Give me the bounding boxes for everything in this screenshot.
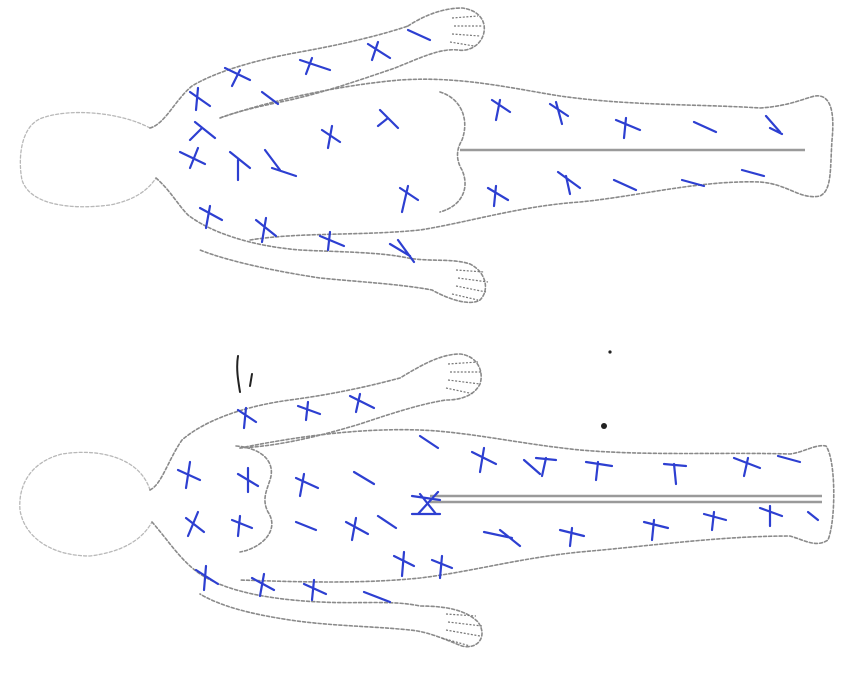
upper-body-figure <box>20 8 832 302</box>
upper-buttocks-outline <box>440 92 465 212</box>
lower-chest-outline <box>236 446 272 552</box>
pen-dot-1 <box>601 423 607 429</box>
lower-figure-markings <box>178 394 818 602</box>
upper-head-outline <box>20 113 156 207</box>
upper-arm-top-outline <box>220 8 484 118</box>
pen-mark-near-hand <box>237 356 252 392</box>
upper-arm-bottom-outline <box>156 178 485 302</box>
upper-legs-top-outline <box>220 79 833 240</box>
upper-torso-top-outline <box>150 26 408 128</box>
lower-legs-top-outline <box>240 430 834 582</box>
lower-arm-bottom-outline <box>152 522 482 647</box>
upper-figure-markings <box>180 30 782 262</box>
pen-dot-2 <box>608 350 611 353</box>
upper-top-hand-fingers <box>450 16 482 46</box>
lower-body-figure <box>20 350 834 646</box>
lower-torso-top-outline <box>150 354 481 490</box>
lower-leg-seam <box>430 496 822 502</box>
lower-head-outline <box>20 452 152 556</box>
